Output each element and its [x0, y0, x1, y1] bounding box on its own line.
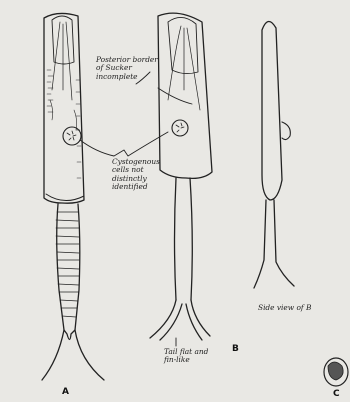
- figure-letter-c: C: [333, 389, 340, 399]
- specimen-a-cystogenous-cell: [63, 127, 81, 145]
- figure-letter-b: B: [232, 344, 239, 354]
- side-view-tail: [254, 200, 294, 288]
- tail-flat-label: Tail flat and fin-like: [164, 348, 208, 365]
- cystogenous-label: Cystogenous cells not distinctly identif…: [112, 158, 160, 192]
- specimen-a-tail-annulations: [56, 212, 79, 317]
- specimen-a-body-base: [46, 194, 84, 201]
- side-view-ventral-bulge: [282, 122, 290, 140]
- figure-letter-a: A: [62, 387, 69, 397]
- specimen-a-body-outline: [44, 13, 84, 203]
- side-view-specimen: [254, 21, 294, 288]
- specimen-a-tail-stem: [57, 204, 80, 330]
- posterior-border-label: Posterior border of Sucker incomplete: [96, 56, 158, 81]
- tail-flat-line-2: fin-like: [164, 355, 190, 364]
- specimen-a: [42, 13, 104, 380]
- leader-cystogenous: [80, 132, 168, 156]
- side-view-label: Side view of B: [258, 304, 311, 312]
- posterior-border-line-3: incomplete: [96, 72, 138, 81]
- side-view-body-outline: [262, 21, 282, 200]
- cyst-inner-mass: [328, 362, 343, 380]
- specimen-a-tail-fork: [42, 330, 104, 380]
- cyst-c: [324, 358, 348, 386]
- specimen-b-tail-stem: [175, 178, 193, 300]
- specimen-b-tail-fork: [150, 300, 210, 340]
- specimen-b-cystogenous-cell: [172, 120, 188, 136]
- specimen-b-sucker: [168, 17, 198, 73]
- cystogenous-line-4: identified: [112, 182, 148, 191]
- specimen-b-body-outline: [158, 13, 212, 178]
